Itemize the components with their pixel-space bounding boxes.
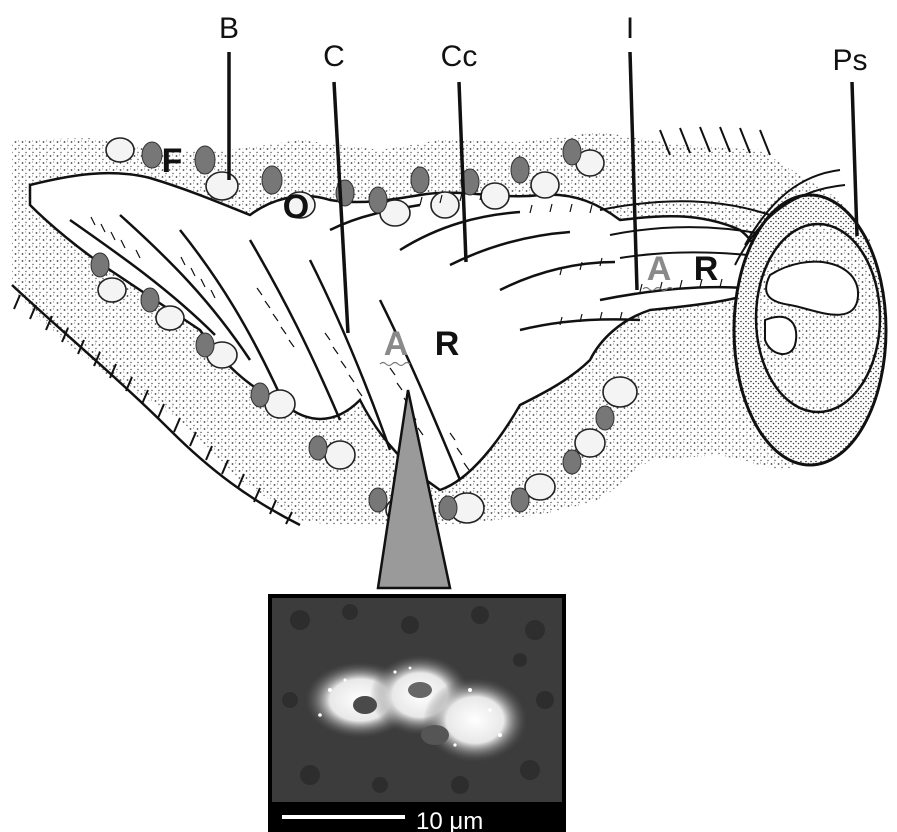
- scale-bar-label: 10 μm: [416, 808, 483, 832]
- label-R-center: R: [435, 325, 460, 363]
- label-C: C: [323, 40, 345, 73]
- label-F: F: [162, 142, 183, 180]
- micrograph-inset: 10 μm: [268, 594, 566, 832]
- label-R-right: R: [694, 250, 719, 288]
- label-A-right: A: [647, 250, 672, 288]
- label-B: B: [219, 12, 239, 45]
- leader-line-Ps: [852, 82, 857, 236]
- label-O: O: [283, 188, 309, 226]
- label-Ps: Ps: [832, 44, 867, 77]
- label-I: I: [626, 12, 634, 45]
- label-A-center: A: [384, 325, 409, 363]
- label-Cc: Cc: [441, 40, 478, 73]
